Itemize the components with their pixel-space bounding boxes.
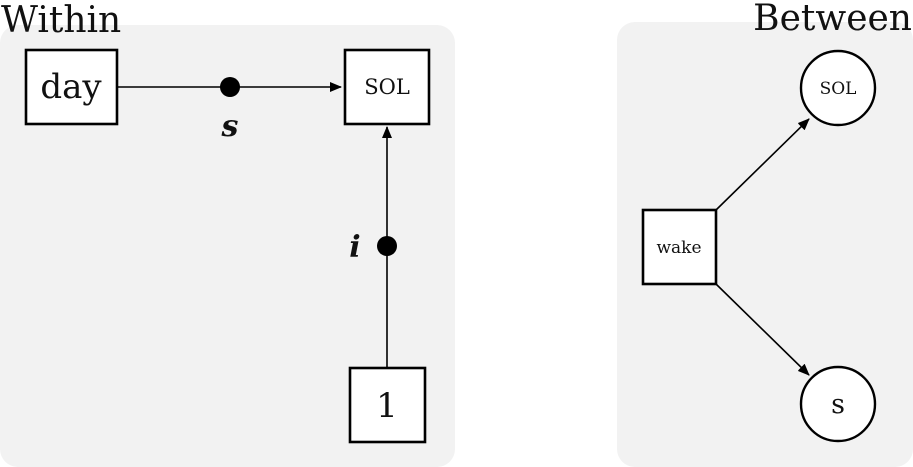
- edge-wake-to-sol: [715, 118, 810, 211]
- node-day-label: day: [40, 67, 102, 107]
- node-sol-within-label: SOL: [364, 75, 410, 99]
- between-panel: Between SOL wake s: [617, 0, 913, 467]
- node-constant-one: 1: [348, 366, 427, 444]
- node-s-between-label: s: [831, 389, 845, 420]
- node-sol-between: SOL: [799, 49, 877, 127]
- slope-parameter-label: s: [221, 109, 239, 144]
- node-constant-one-label: 1: [376, 386, 398, 426]
- intercept-parameter-label: i: [349, 230, 360, 265]
- node-sol-between-label: SOL: [820, 79, 857, 99]
- node-wake-label: wake: [656, 238, 701, 258]
- within-panel-title: Within: [1, 0, 121, 41]
- between-panel-background: [617, 22, 913, 467]
- edge-wake-to-s: [715, 283, 810, 376]
- intercept-parameter-dot: [377, 236, 397, 256]
- node-wake: wake: [641, 208, 718, 286]
- between-panel-title: Between: [753, 0, 912, 39]
- slope-parameter-dot: [220, 77, 240, 97]
- within-panel-background: [0, 25, 455, 467]
- node-s-between: s: [799, 365, 877, 443]
- node-day: day: [24, 48, 119, 126]
- node-sol-within: SOL: [343, 48, 431, 126]
- within-panel: Within s i day SOL 1: [0, 0, 455, 467]
